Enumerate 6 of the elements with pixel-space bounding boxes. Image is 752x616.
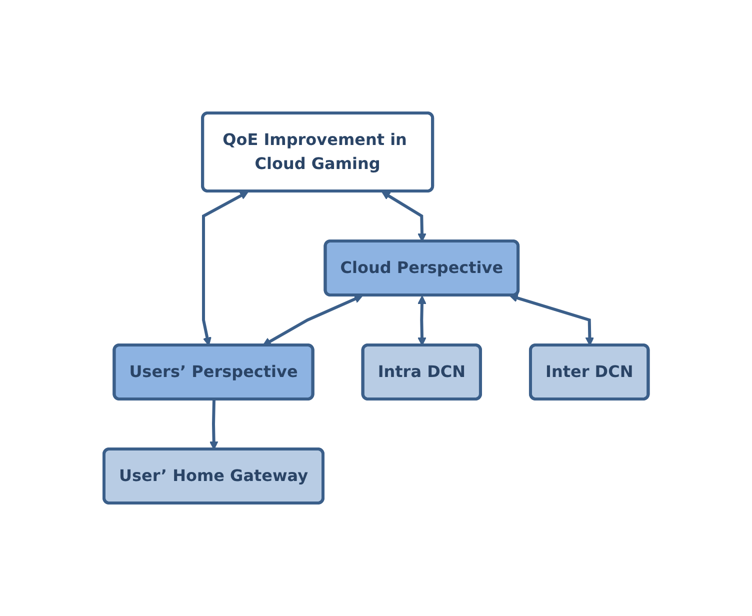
arrow xyxy=(509,294,594,346)
arrow xyxy=(202,191,248,346)
arrow xyxy=(381,191,426,242)
arrow xyxy=(417,296,426,346)
arrow xyxy=(262,294,363,346)
arrow xyxy=(209,399,218,450)
